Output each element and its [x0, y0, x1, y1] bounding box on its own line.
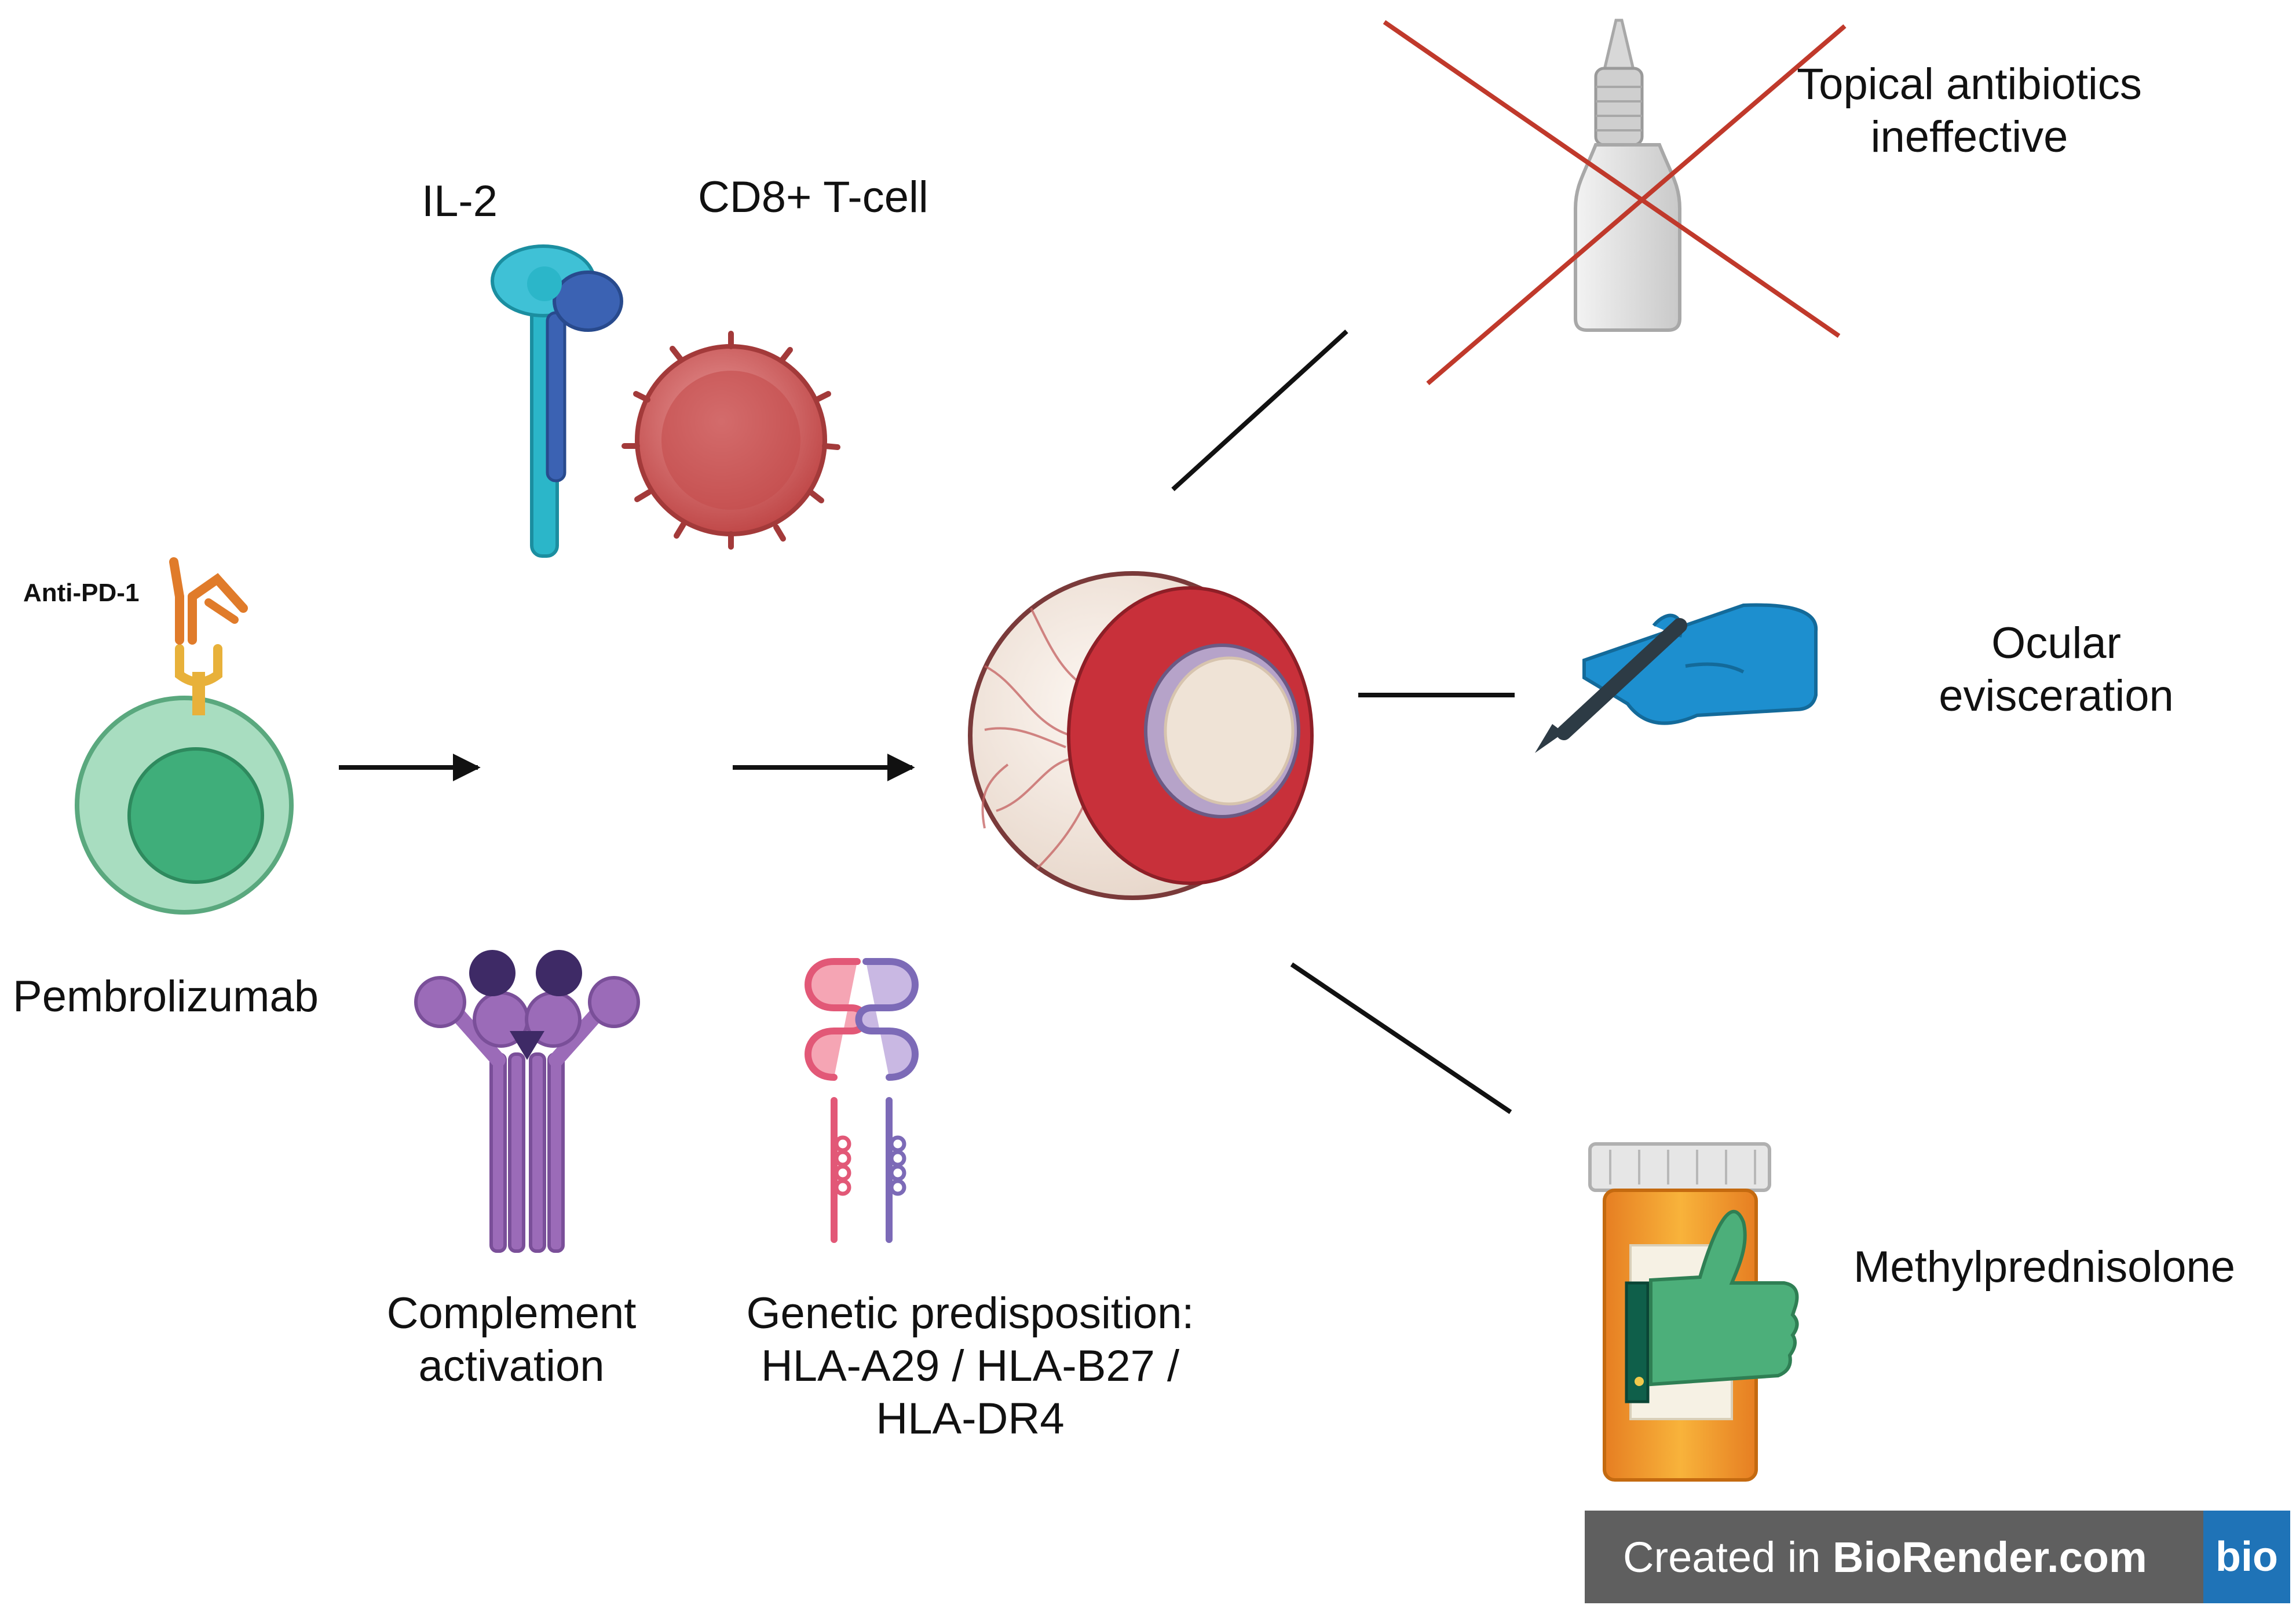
- branch-line-bottom: [1290, 962, 1512, 1114]
- hla-molecule-icon: [805, 958, 919, 1243]
- ocular-label: Ocular evisceration: [1906, 617, 2207, 722]
- topical-label-line1: Topical antibiotics: [1797, 60, 2142, 109]
- genetic-label: Genetic predisposition: HLA-A29 / HLA-B2…: [718, 1287, 1222, 1446]
- cd8-t-cell-icon: [621, 331, 840, 550]
- pill-bottle-thumbs-up-icon: [1588, 1142, 1799, 1482]
- anti-pd1-antibody-icon: [169, 557, 248, 645]
- branch-line-top: [1171, 330, 1348, 491]
- il2-label: IL-2: [422, 177, 498, 226]
- badge-brand: BioRender.com: [1832, 1533, 2147, 1581]
- methyl-label: Methylprednisolone: [1853, 1242, 2236, 1292]
- badge-prefix: Created in: [1623, 1533, 1833, 1581]
- ocular-label-line2: evisceration: [1939, 671, 2174, 721]
- biorender-badge-text: Created in BioRender.com: [1585, 1533, 2203, 1582]
- topical-label-line2: ineffective: [1870, 112, 2068, 162]
- cd8-label: CD8+ T-cell: [698, 173, 928, 222]
- topical-label: Topical antibiotics ineffective: [1775, 58, 2163, 163]
- biorender-logo-icon: bio: [2203, 1511, 2290, 1603]
- genetic-label-line2: HLA-A29 / HLA-B27 /: [761, 1341, 1180, 1391]
- il2-receptor-icon: [491, 244, 623, 558]
- genetic-label-line1: Genetic predisposition:: [746, 1289, 1194, 1338]
- eye-drop-bottle-icon: [1574, 19, 1681, 332]
- pembrolizumab-cell-icon: [75, 644, 294, 915]
- genetic-label-line3: HLA-DR4: [876, 1394, 1065, 1444]
- cross-icon: [1383, 20, 1847, 386]
- ocular-label-line1: Ocular: [1991, 619, 2121, 668]
- scalpel-hand-icon: [1535, 603, 1818, 753]
- biorender-badge[interactable]: Created in BioRender.com bio: [1585, 1511, 2290, 1603]
- pembrolizumab-label: Pembrolizumab: [13, 972, 319, 1021]
- complement-icon: [414, 950, 640, 1253]
- complement-label-line2: activation: [418, 1341, 605, 1391]
- inflamed-eye-icon: [968, 571, 1314, 900]
- complement-label-line1: Complement: [386, 1289, 637, 1338]
- anti-pd1-label: Anti-PD-1: [23, 579, 140, 607]
- complement-label: Complement activation: [378, 1287, 645, 1392]
